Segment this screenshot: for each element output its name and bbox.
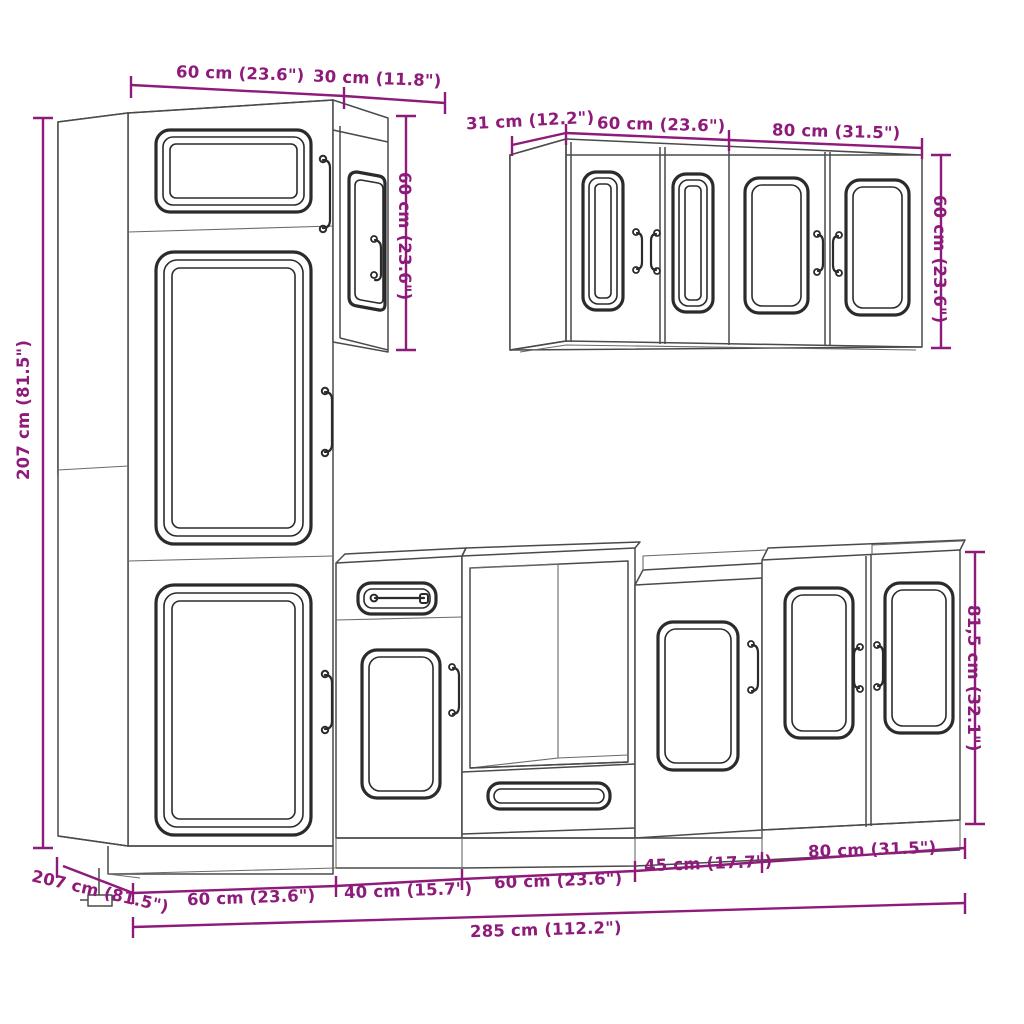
- dim-label-wall-left-width: 60 cm (23.6"): [596, 113, 726, 136]
- dim-label-tall-total-height: 207 cm (81.5"): [14, 339, 33, 480]
- dim-label-tall-upper-height: 60 cm (23.6"): [395, 172, 414, 301]
- dim-label-tall-top-width: 60 cm (23.6"): [175, 62, 305, 85]
- dim-label-wall-height: 60 cm (23.6"): [930, 195, 949, 324]
- dim-label-overall-width: 285 cm (112.2"): [469, 917, 622, 942]
- dim-label-wall-right-width: 80 cm (31.5"): [771, 120, 901, 143]
- dim-label-base-height: 81,5 cm (32.1"): [964, 605, 983, 752]
